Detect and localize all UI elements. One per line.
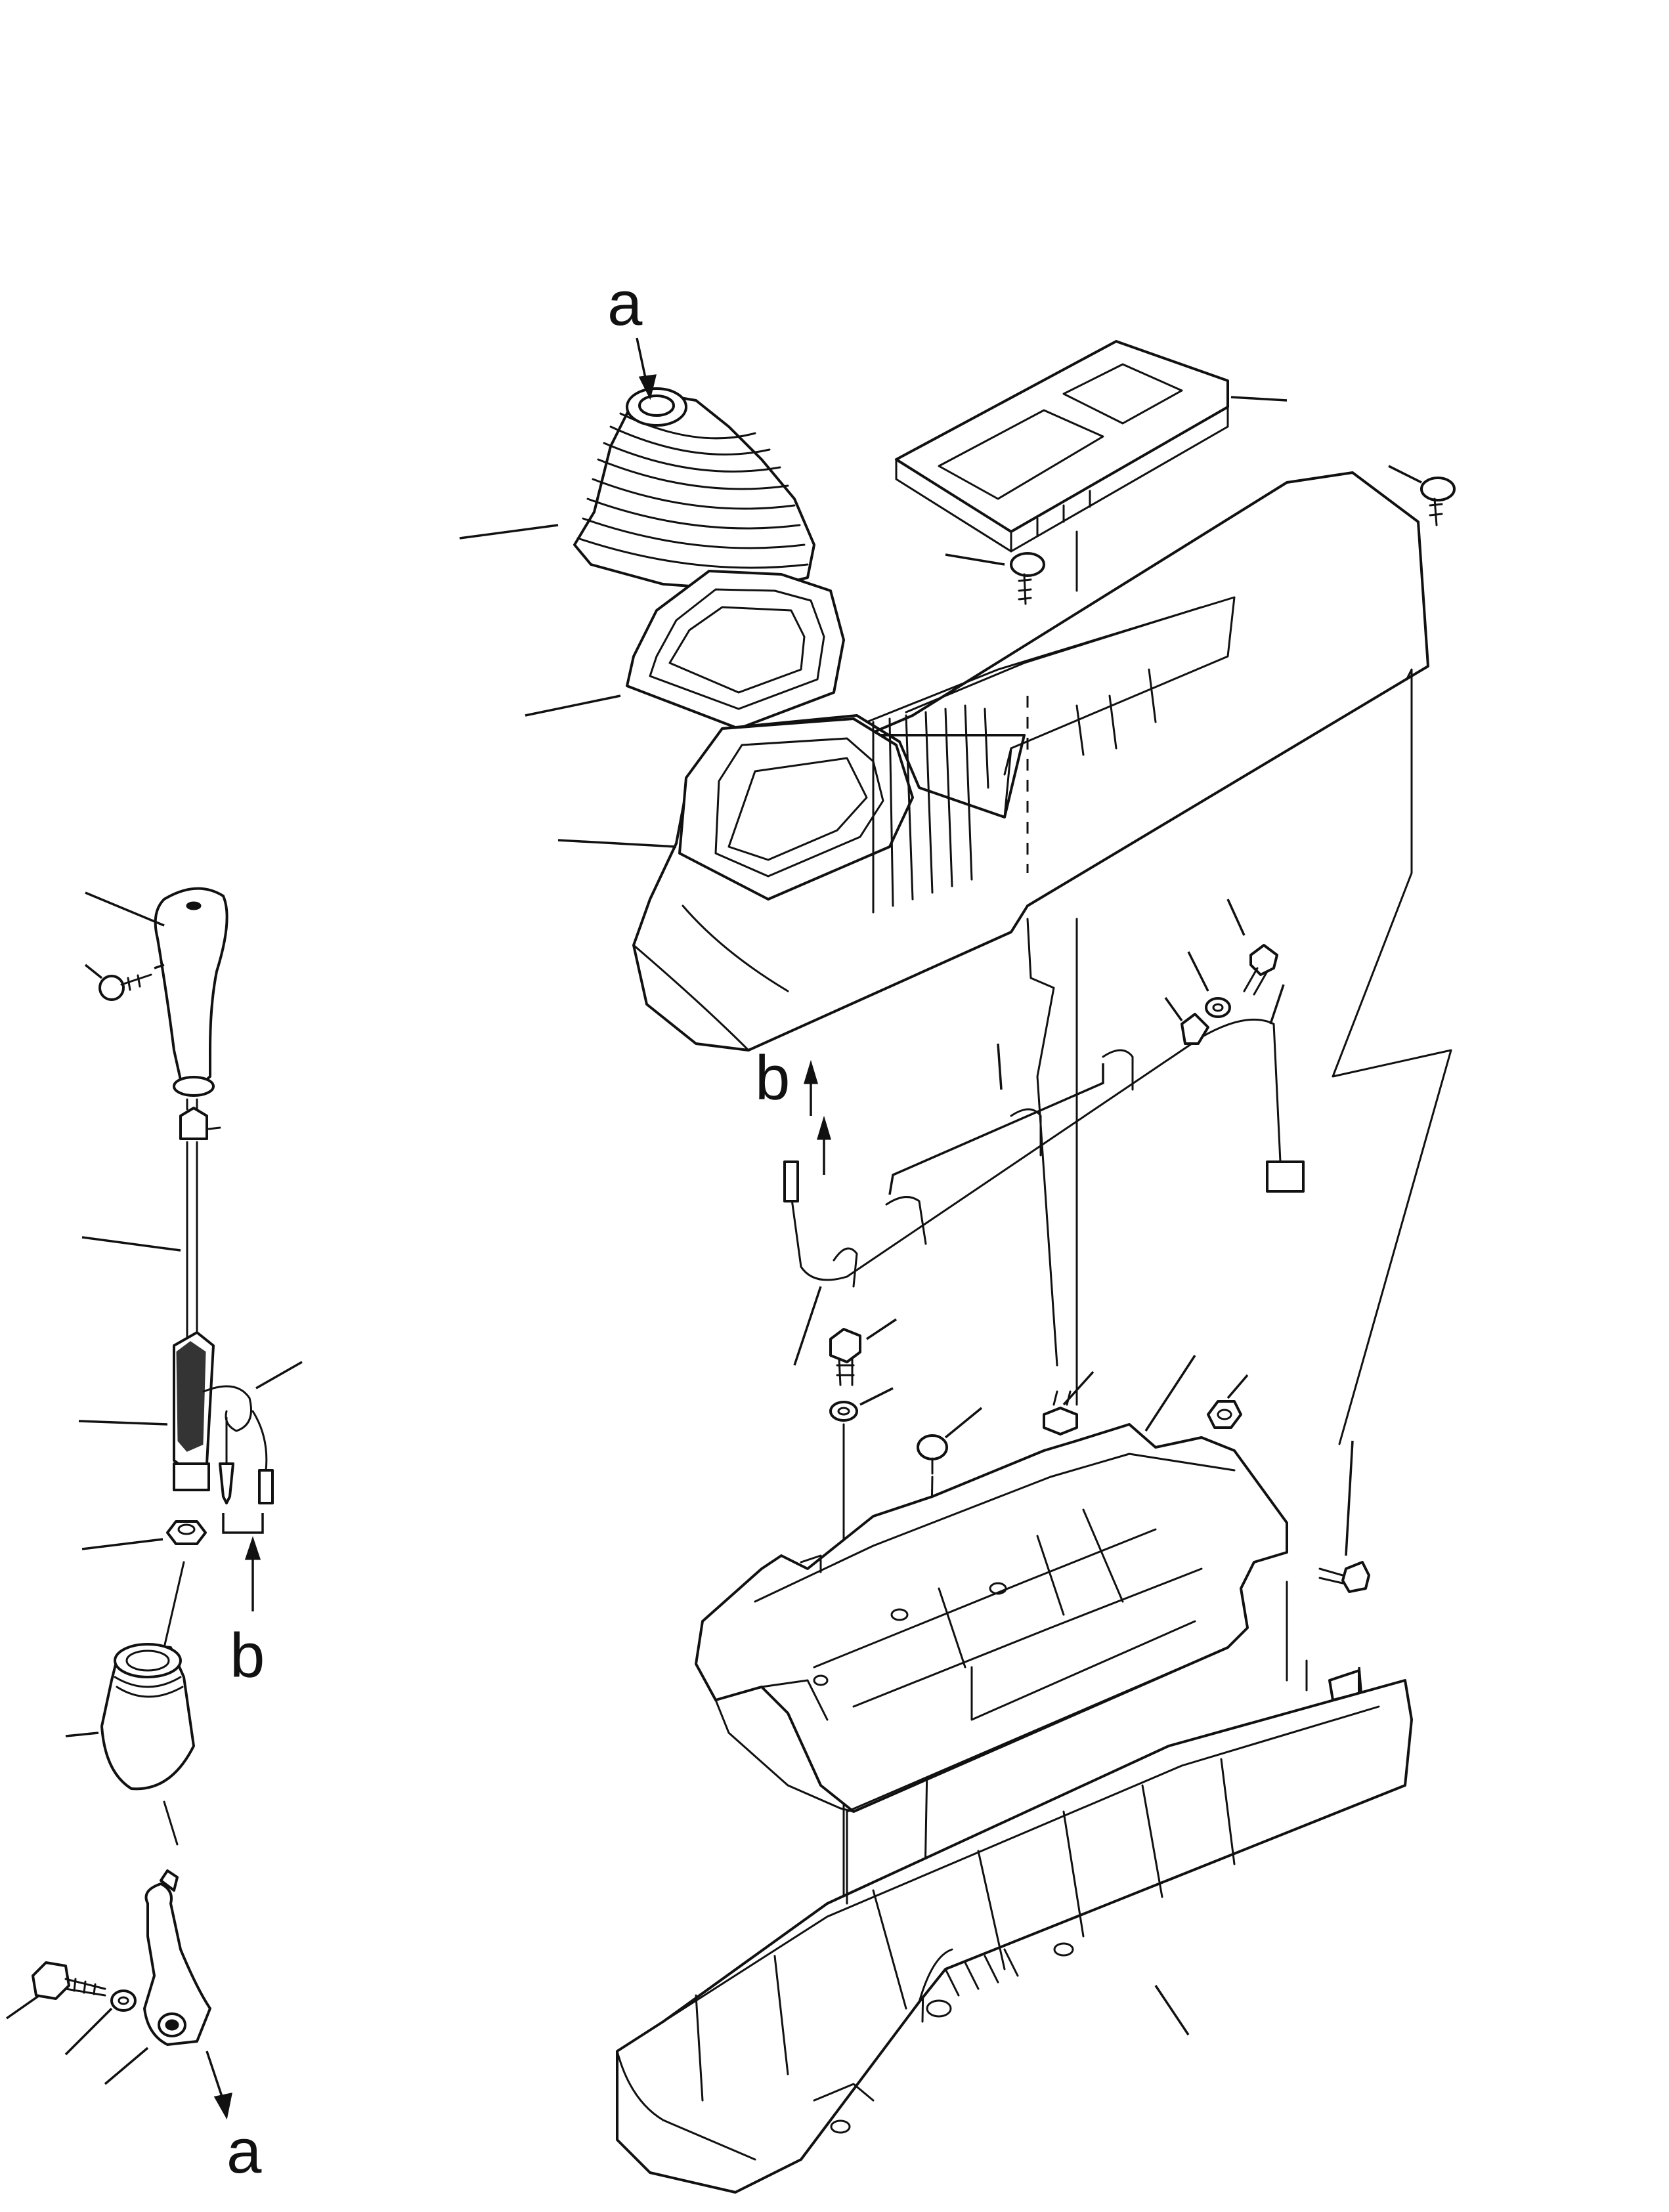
leader-line (1269, 984, 1285, 1025)
bracket-line (222, 1513, 264, 1534)
leader-line (945, 553, 1005, 566)
lever-bushing (100, 1643, 195, 1791)
shift-knob (154, 887, 228, 1097)
bracket-line (888, 1063, 1104, 1195)
leader-line (81, 1538, 163, 1550)
hex-nut (166, 1520, 207, 1545)
leader-line (1388, 465, 1422, 484)
console-lower-frame (695, 1423, 1288, 1813)
tray-screw (1010, 552, 1045, 605)
flange-nut (1207, 1400, 1242, 1429)
boot-retainer-plate (626, 570, 845, 730)
leader-line (557, 839, 677, 848)
callout-b-mid: b (755, 1043, 832, 1175)
console-top-cover (632, 471, 1429, 1052)
svg-text:a: a (607, 268, 643, 339)
console-base-tray (616, 1679, 1413, 2194)
harness-bolt (1243, 944, 1278, 996)
leader-line (78, 1420, 168, 1426)
leader-line (866, 1318, 897, 1340)
shift-lever-rod (179, 1098, 221, 1340)
leader-line (1144, 1355, 1196, 1432)
leader-line (163, 1800, 179, 1846)
leader-line (81, 1236, 181, 1252)
svg-text:a: a (227, 2116, 262, 2186)
leader-line (64, 2007, 113, 2056)
leader-line (859, 1387, 894, 1406)
joint-washer (110, 1989, 137, 2012)
leader-line (65, 1732, 99, 1737)
leader-line (1226, 1374, 1249, 1399)
leader-line (85, 891, 165, 927)
svg-text:b: b (230, 1621, 265, 1691)
leader-line (1164, 996, 1183, 1022)
leader-line (1154, 1985, 1190, 2035)
svg-text:b: b (755, 1043, 790, 1113)
armrest-tray-plate (895, 340, 1229, 553)
harness-washer (1205, 997, 1231, 1018)
break-line (1332, 668, 1452, 1445)
leader-line (5, 1994, 41, 2020)
cover-screw-right (1420, 477, 1456, 526)
callout-a-top: a (607, 268, 657, 400)
clip-nut (1043, 1390, 1078, 1436)
leader-line (997, 1043, 1003, 1090)
joint-bolt (32, 1961, 106, 2000)
shift-lever-body (173, 1331, 215, 1491)
lever-lower-joint (143, 1869, 211, 2046)
leader-line (1345, 1440, 1354, 1556)
leader-line (1230, 396, 1288, 402)
leader-line (1187, 951, 1209, 992)
leader-line (154, 964, 165, 969)
frame-bolt (829, 1328, 861, 1386)
break-line (1026, 918, 1058, 1367)
push-clip (917, 1434, 948, 1475)
shift-lever-boot (573, 387, 815, 592)
leader-line (793, 1286, 822, 1366)
callout-b-left: b (230, 1536, 265, 1691)
knob-set-screw (98, 973, 152, 1001)
lever-switch-wire (202, 1385, 274, 1504)
leader-line (84, 964, 103, 979)
leader-line (163, 1561, 185, 1649)
leader-line (1062, 1371, 1095, 1406)
callout-a-bottom: a (206, 2051, 262, 2186)
leader-line (944, 1407, 983, 1439)
frame-washer (829, 1401, 858, 1422)
leader-line (255, 1361, 303, 1390)
leader-line (459, 524, 559, 540)
console-wiring-harness (783, 1013, 1305, 1288)
leader-line (525, 694, 621, 717)
leader-line (104, 2047, 149, 2085)
side-bolt (1318, 1561, 1370, 1593)
leader-line (1226, 899, 1246, 936)
